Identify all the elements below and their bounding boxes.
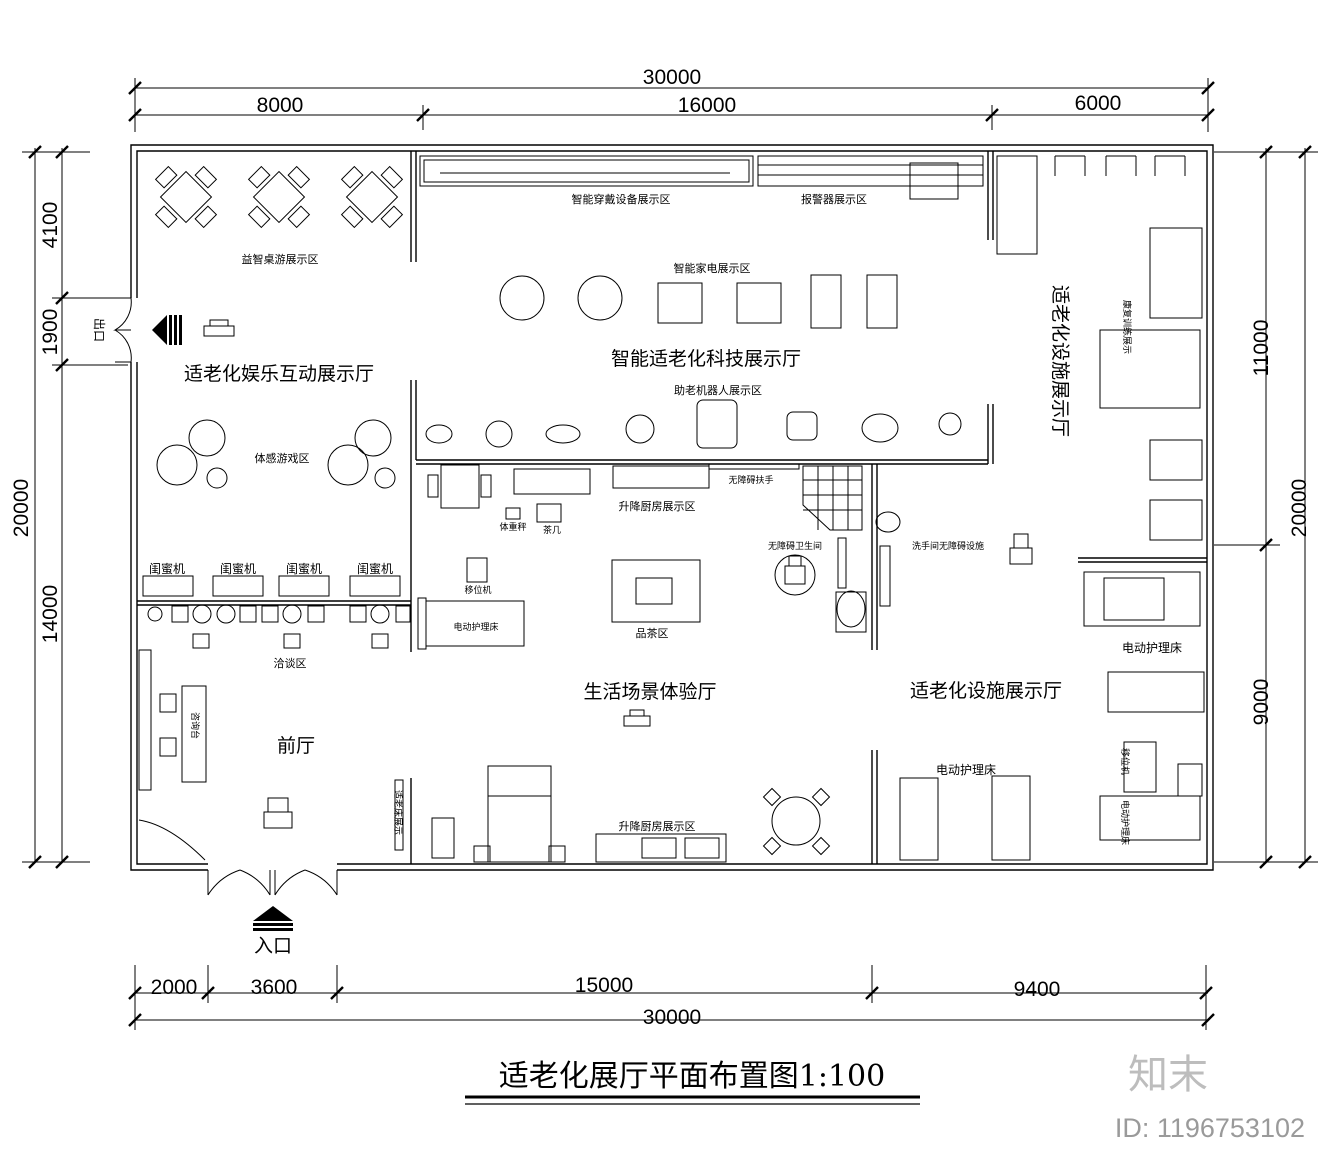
transfer-machine-label: 移位机	[464, 584, 491, 596]
life-hall-furniture	[394, 463, 831, 863]
zone-washbasin: 洗手间无障碍设施	[912, 540, 984, 552]
zone-alarm: 报警器展示区	[801, 192, 867, 206]
nursing-bed-bottom-label: 电动护理床	[936, 763, 996, 777]
hall-lobby: 前厅	[277, 735, 315, 757]
hall-life: 生活场景体验厅	[583, 681, 716, 703]
accessible-toilet	[774, 465, 901, 633]
rehab-equipment	[996, 155, 1203, 541]
zone-exit: 出口	[92, 318, 106, 342]
dim-bottom-total: 30000	[643, 1006, 701, 1029]
dim-top-2: 16000	[678, 94, 736, 117]
drawing-title: 适老化展厅平面布置图1:100	[465, 1059, 920, 1105]
zone-somatic: 体感游戏区	[255, 451, 310, 465]
dim-top-1: 8000	[257, 94, 304, 117]
zone-handrail: 无障碍扶手	[728, 474, 773, 486]
alarm-display-shelf	[757, 155, 984, 200]
zone-labels: 益智桌游展示区 智能穿戴设备展示区 报警器展示区 智能家电展示区 助老机器人展示…	[92, 192, 984, 957]
consult-desk-label: 咨询台	[189, 712, 201, 739]
somatic-game-props	[156, 419, 396, 489]
dim-left-2: 1900	[39, 309, 62, 356]
consult-desk	[138, 649, 207, 861]
dim-left-3: 14000	[39, 585, 62, 643]
zone-puzzle: 益智桌游展示区	[242, 252, 319, 266]
zone-entrance: 入口	[254, 935, 292, 957]
bestie-label-2: 闺蜜机	[220, 561, 256, 576]
zone-wearable: 智能穿戴设备展示区	[572, 192, 671, 206]
dim-bottom-1: 2000	[151, 976, 198, 999]
dimension-lines	[22, 78, 1318, 1030]
zone-toilet: 无障碍卫生间	[768, 540, 822, 552]
watermark: 知末 ID: 1196753102	[1115, 1052, 1305, 1143]
bestie-label-1: 闺蜜机	[149, 561, 185, 576]
dim-top-total: 30000	[643, 66, 701, 89]
dim-bottom-2: 3600	[251, 976, 298, 999]
bed-side-label: 适老床展示	[392, 790, 404, 835]
watermark-brand: 知末	[1128, 1052, 1208, 1098]
object-labels: 闺蜜机 闺蜜机 闺蜜机 闺蜜机 咨询台 移位机 电动护理床 体重秤 茶几 电动护…	[149, 300, 1182, 845]
zone-negotiation: 洽谈区	[274, 657, 307, 670]
hall-facility: 适老化设施展示厅	[910, 680, 1062, 702]
dim-left-1: 4100	[39, 202, 62, 249]
transfer-right-label: 移位机	[1119, 748, 1131, 775]
exit-arrow-icon	[152, 315, 182, 345]
dim-right-1: 11000	[1250, 320, 1273, 377]
puzzle-tables	[154, 165, 404, 229]
wheelchair-icons	[203, 319, 1033, 829]
dim-right-2: 9000	[1250, 679, 1273, 726]
rehab-label: 康复训练展示	[1121, 300, 1133, 354]
wearable-display-shelf	[419, 155, 754, 187]
hall-tech: 智能适老化科技展示厅	[611, 348, 801, 370]
dim-bottom-4: 9400	[1014, 978, 1061, 1001]
bestie-label-4: 闺蜜机	[357, 561, 393, 576]
dim-right-outer: 20000	[1288, 479, 1311, 537]
zone-kitchen-top: 升降厨房展示区	[619, 499, 696, 513]
nursing-bed-label: 电动护理床	[453, 621, 498, 633]
dim-left-outer: 20000	[10, 479, 33, 537]
hall-entertainment: 适老化娱乐互动展示厅	[184, 363, 374, 385]
right-nursing-beds	[899, 571, 1205, 861]
bestie-machines	[142, 575, 401, 597]
tea-table-label: 茶几	[543, 524, 561, 536]
zone-robot: 助老机器人展示区	[674, 383, 762, 397]
hall-facility-vertical: 适老化设施展示厅	[1049, 285, 1071, 437]
zone-tea: 品茶区	[636, 627, 669, 640]
zone-kitchen-bottom: 升降厨房展示区	[619, 819, 696, 833]
watermark-id: ID: 1196753102	[1115, 1113, 1305, 1143]
entrance-door[interactable]	[207, 869, 338, 896]
hall-labels: 适老化娱乐互动展示厅 智能适老化科技展示厅 生活场景体验厅 适老化设施展示厅 前…	[184, 285, 1071, 757]
appliance-displays	[499, 274, 898, 329]
dimension-labels: 30000 8000 16000 6000 2000 3600 15000 94…	[10, 66, 1311, 1029]
entrance-arrow-icon	[253, 906, 293, 931]
dim-top-3: 6000	[1075, 92, 1122, 115]
walls	[130, 144, 1214, 871]
dim-bottom-3: 15000	[575, 974, 633, 997]
scale-label: 体重秤	[499, 521, 526, 533]
exit-door[interactable]	[113, 297, 132, 363]
nursing-bed-right-label: 电动护理床	[1122, 641, 1182, 655]
zone-appliance: 智能家电展示区	[674, 261, 751, 275]
robot-displays	[425, 399, 962, 449]
nursing-bed-small-label: 电动护理床	[1119, 800, 1131, 845]
title-text: 适老化展厅平面布置图1:100	[499, 1059, 885, 1094]
bestie-label-3: 闺蜜机	[286, 561, 322, 576]
negotiation-seating	[147, 604, 411, 649]
